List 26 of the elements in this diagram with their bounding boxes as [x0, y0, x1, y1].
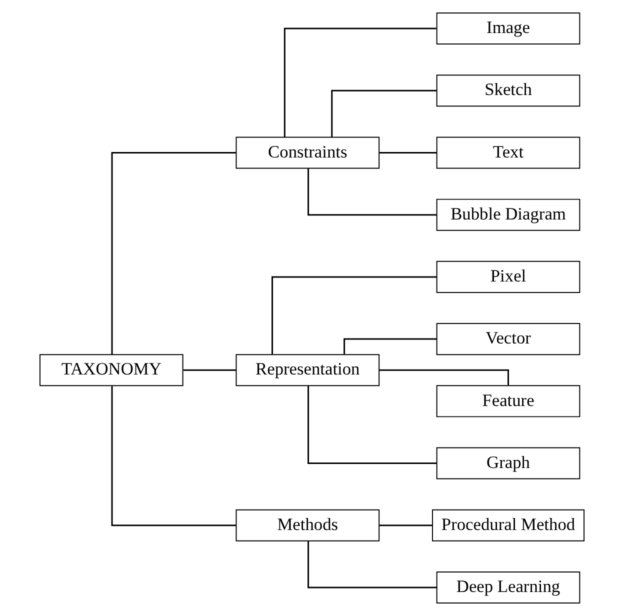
node-box: Deep Learning	[436, 571, 580, 604]
node-box: Sketch	[436, 74, 580, 107]
connector	[283, 28, 436, 137]
node-box: TAXONOMY	[38, 354, 183, 386]
connector	[330, 90, 436, 138]
node-box: Procedural Method	[432, 509, 584, 542]
node-box: Methods	[235, 509, 380, 542]
node-box: Image	[436, 12, 580, 45]
connector	[307, 541, 436, 588]
node-box: Constraints	[235, 136, 380, 169]
connector	[343, 338, 436, 354]
node-box: Text	[436, 136, 580, 169]
connector	[110, 386, 236, 526]
connector	[379, 524, 432, 526]
node-box: Vector	[436, 323, 580, 356]
connector	[379, 152, 436, 154]
node-box: Representation	[235, 354, 380, 386]
connector	[307, 386, 436, 464]
connector	[271, 276, 436, 354]
connector	[307, 168, 436, 216]
connector	[182, 369, 236, 371]
node-box: Feature	[436, 385, 580, 418]
node-box: Pixel	[436, 260, 580, 293]
connector	[110, 152, 236, 354]
node-box: Graph	[436, 447, 580, 480]
node-box: Bubble Diagram	[436, 198, 580, 231]
